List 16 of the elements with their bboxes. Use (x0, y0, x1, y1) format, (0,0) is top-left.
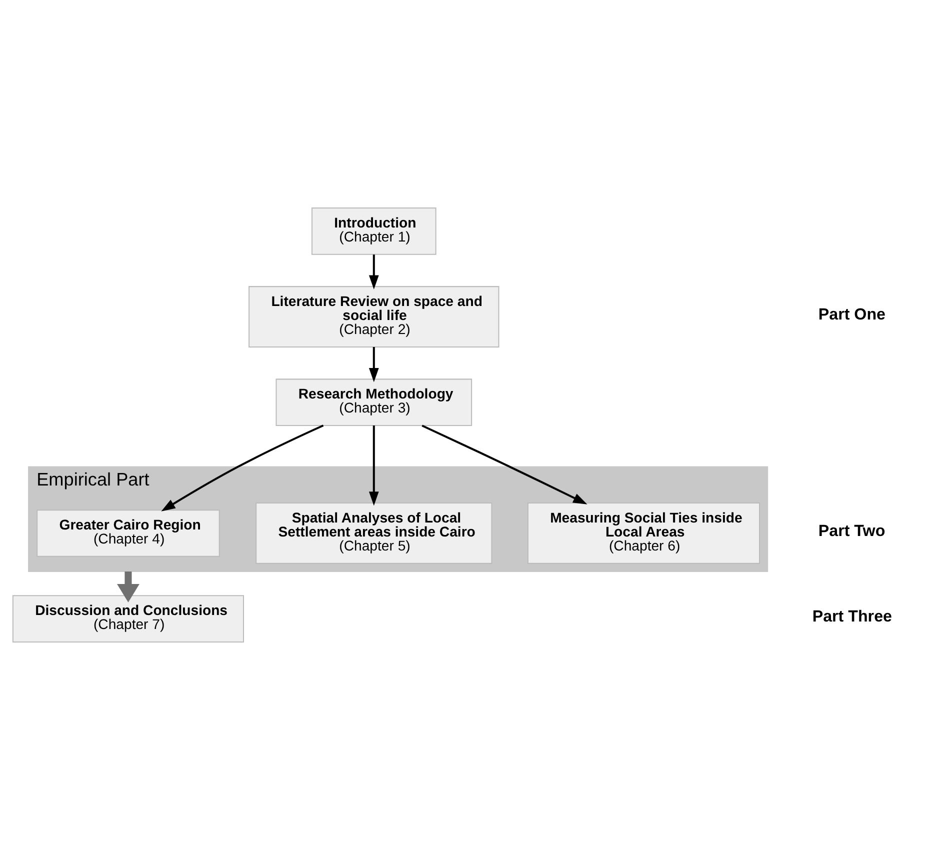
label: Part Two (818, 522, 886, 540)
node-box: Measuring Social Ties inside Local Areas (Chapter 6) (527, 502, 760, 564)
arrow (117, 572, 140, 602)
arrow (368, 254, 379, 290)
node-box: Literature Review on space and social life (Chapter 2) (248, 286, 500, 348)
arrow (422, 424, 588, 504)
label: Part One (818, 306, 886, 324)
arrow (161, 424, 324, 512)
node-box: Discussion and Conclusions (Chapter 7) (12, 595, 244, 642)
arrow (368, 426, 379, 506)
node-box: Spatial Analyses of Local Settlement areas inside Cairo (Chapter 5) (256, 502, 492, 564)
label: Part Three (812, 608, 892, 626)
node-box: Research Methodology (Chapter 3) (276, 378, 472, 426)
node-box: Introduction (Chapter 1) (311, 208, 436, 255)
node-box: Greater Cairo Region (Chapter 4) (36, 510, 220, 557)
arrow (368, 347, 379, 382)
